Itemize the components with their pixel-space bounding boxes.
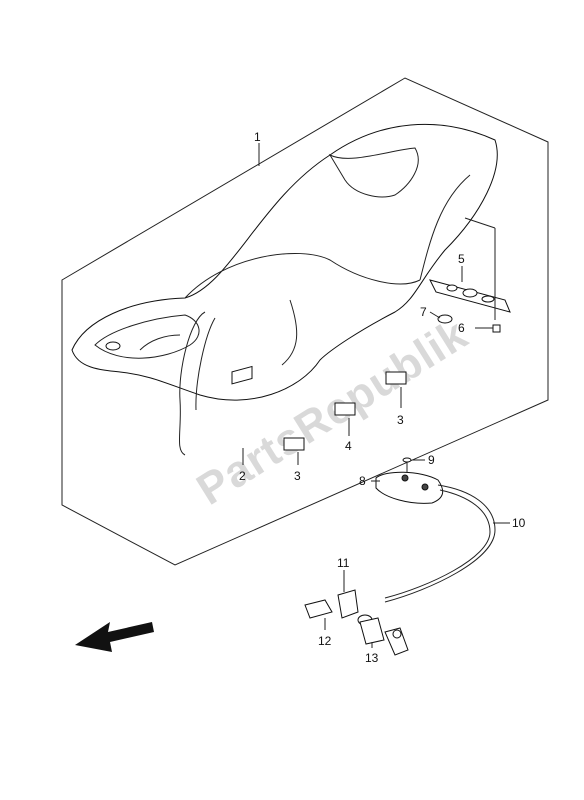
- callout-3: 3: [294, 469, 301, 483]
- callout-labels: 1 2 3 4 3 5 6 7 8 9 10 11 12 13: [239, 130, 526, 665]
- assembly-frame: [61, 77, 549, 566]
- seat-bumpers: [231, 365, 407, 451]
- callout-6: 6: [458, 321, 465, 335]
- nut: [492, 324, 501, 333]
- seat-lock-cable: [384, 484, 496, 603]
- bolt: [402, 457, 412, 472]
- callout-4: 4: [345, 439, 352, 453]
- seat-bracket: [429, 279, 511, 313]
- lock-holder: [304, 589, 359, 619]
- callout-1: 1: [254, 130, 261, 144]
- callout-10: 10: [512, 516, 526, 530]
- callout-13: 13: [365, 651, 379, 665]
- callout-8: 8: [359, 474, 366, 488]
- bumper-4: [334, 402, 356, 416]
- bumper-2: [231, 365, 253, 385]
- lock-bracket: [375, 471, 444, 504]
- front-arrow-icon: [75, 622, 154, 652]
- seat: [71, 123, 498, 456]
- callout-7: 7: [420, 305, 427, 319]
- callout-11: 11: [337, 556, 350, 570]
- callout-5: 5: [458, 252, 465, 266]
- leader-lines: [242, 143, 510, 648]
- cushion: [437, 314, 453, 324]
- callout-3b: 3: [397, 413, 404, 427]
- callout-9: 9: [428, 453, 435, 467]
- callout-12: 12: [318, 634, 332, 648]
- bumper-3b: [385, 371, 407, 385]
- callout-2: 2: [239, 469, 246, 483]
- seat-lock: [357, 614, 409, 656]
- bumper-3: [283, 437, 305, 451]
